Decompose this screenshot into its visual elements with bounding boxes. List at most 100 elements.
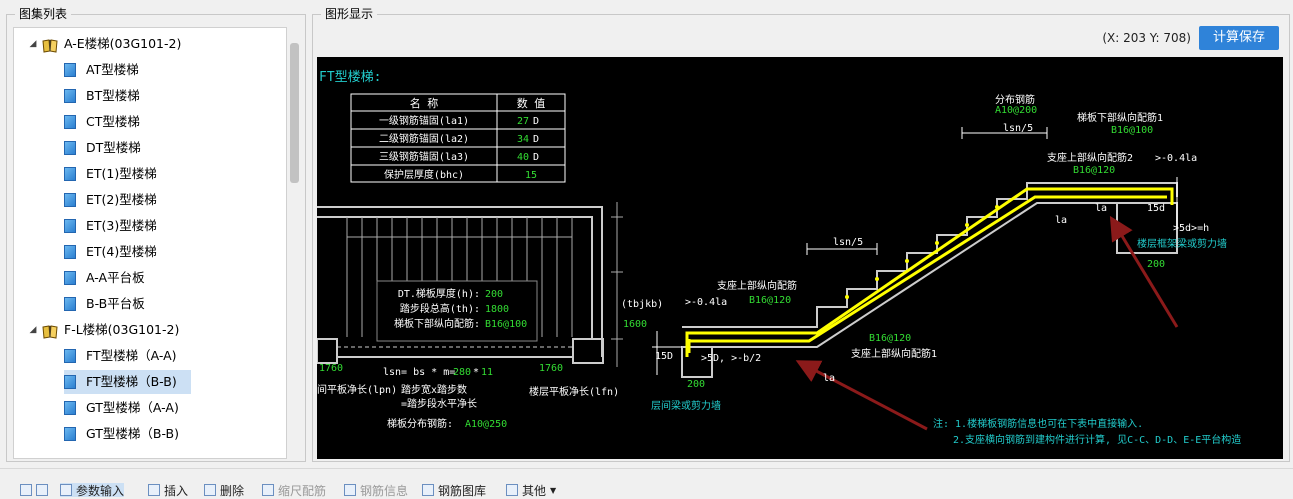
expand-toggle-icon[interactable]: ◢ (29, 39, 37, 49)
param-icon (60, 484, 72, 496)
table-row-name: 三级钢筋锚固(la3) (379, 150, 469, 163)
tree-item[interactable]: GT型楼梯（A-A) (64, 396, 179, 420)
dim-200-top: 200 (1147, 259, 1165, 270)
tool-delete-button[interactable]: 删除 (204, 483, 244, 498)
tree-item[interactable]: ET(4)型楼梯 (64, 240, 157, 264)
expand-toggle-icon[interactable]: ◢ (29, 325, 37, 335)
tree-item[interactable]: B-B平台板 (64, 292, 145, 316)
tree-item-label: DT型楼梯 (86, 140, 141, 155)
lower-bar-label: 梯板下部纵向配筋: (394, 317, 480, 330)
dist-top-label: 分布钢筋 (995, 93, 1035, 106)
lsn-star: * (473, 367, 479, 378)
sup-upper1-value: B16@120 (869, 333, 911, 344)
tree-item-label: ET(4)型楼梯 (86, 244, 157, 259)
document-icon (64, 89, 76, 103)
tree-item-label: ET(3)型楼梯 (86, 218, 157, 233)
cursor-coordinates: (X: 203 Y: 708) (1102, 31, 1191, 45)
book-icon (42, 323, 58, 339)
nav-first-icon[interactable] (20, 484, 32, 496)
document-icon (64, 63, 76, 77)
table-header-value: 数 值 (517, 97, 546, 110)
calc-save-button[interactable]: 计算保存 (1199, 26, 1279, 50)
document-icon (64, 141, 76, 155)
15D-label: 15D (655, 351, 673, 362)
tool-label: 其他 (522, 483, 547, 498)
sup-upper1-label: 支座上部纵向配筋1 (851, 347, 937, 360)
sup-upper2-label: 支座上部纵向配筋2 (1047, 151, 1133, 164)
tree-item[interactable]: A-A平台板 (64, 266, 145, 290)
rebar-info-icon (344, 484, 356, 496)
step-height-value: 1800 (485, 304, 509, 315)
book-icon (42, 37, 58, 53)
table-row-unit: D (533, 116, 539, 127)
table-row-name: 二级钢筋锚固(la2) (379, 132, 469, 145)
tree-item-label: GT型楼梯（A-A) (86, 400, 179, 415)
tool-rebar-lib-button[interactable]: 钢筋图库 (422, 483, 487, 498)
table-row-name: 一级钢筋锚固(la1) (379, 114, 469, 127)
tree-item[interactable]: CT型楼梯 (64, 110, 140, 134)
plan-view (317, 206, 604, 364)
tree-item-label: AT型楼梯 (86, 62, 139, 77)
tree-item[interactable]: GT型楼梯（B-B) (64, 422, 179, 446)
tree-item[interactable]: ET(2)型楼梯 (64, 188, 157, 212)
tbjkb-label: (tbjkb) (621, 299, 663, 310)
tree-group-node[interactable]: ◢ A-E楼梯(03G101-2) (28, 32, 181, 56)
tree-scrollbar[interactable] (287, 27, 301, 459)
dt-thickness-label: DT.梯板厚度(h): (398, 287, 480, 300)
tree-item[interactable]: AT型楼梯 (64, 58, 139, 82)
5d-h-label: >5d>=h (1173, 223, 1209, 234)
tool-rebar-info-button[interactable]: 钢筋信息 (344, 483, 408, 498)
tree-item-label: FT型楼梯（A-A) (86, 348, 177, 363)
delete-icon (204, 484, 216, 496)
tool-param-button[interactable]: 参数输入 (60, 483, 125, 498)
lower-bar1-label: 梯板下部纵向配筋1 (1077, 111, 1163, 124)
la-label-2: la (1095, 203, 1107, 214)
document-icon (64, 167, 76, 181)
sup-upper2-value: B16@120 (1073, 165, 1115, 176)
table-row-unit: D (533, 134, 539, 145)
la-label-3: la (823, 373, 835, 384)
plan-info-box (376, 280, 538, 342)
drawing-title: FT型楼梯: (319, 70, 381, 85)
tree-group-node[interactable]: ◢F-L楼梯(03G101-2) (28, 318, 179, 342)
tree-item-label: A-E楼梯(03G101-2) (64, 36, 182, 51)
tree-item-label: B-B平台板 (86, 296, 145, 311)
document-icon (64, 427, 76, 441)
tree-item[interactable]: ET(1)型楼梯 (64, 162, 157, 186)
sup-upper-label: 支座上部纵向配筋 (717, 279, 797, 292)
dim-1760-right: 1760 (539, 363, 563, 374)
sup-upper-value: B16@120 (749, 295, 791, 306)
tool-scale-button[interactable]: 缩尺配筋 (262, 483, 326, 498)
tree-item[interactable]: ET(3)型楼梯 (64, 214, 157, 238)
tool-other-button[interactable]: 其他 ▼ (506, 483, 556, 498)
ge-04la-top: >-0.4la (1155, 153, 1197, 164)
dim-1600: 1600 (623, 319, 647, 330)
tree-scrollbar-thumb[interactable] (290, 43, 299, 183)
rebar-table (350, 93, 566, 183)
tool-label: 钢筋图库 (438, 483, 487, 498)
tree-item-label: ET(1)型楼梯 (86, 166, 157, 181)
5D-b2-label: >5D, >-b/2 (701, 353, 761, 364)
beam-top-label: 楼层框架梁或剪力墙 (1137, 237, 1227, 250)
toolbar-left-icons[interactable] (20, 483, 52, 497)
table-row-value: 40 (517, 152, 529, 163)
note-line-2: 2.支座横向钢筋到建构件进行计算, 见C-C、D-D、E-E平台构造 (953, 433, 1241, 446)
tree-item[interactable]: DT型楼梯 (64, 136, 141, 160)
tool-insert-button[interactable]: 插入 (148, 483, 188, 498)
tree-item[interactable]: FT型楼梯（B-B) (64, 370, 191, 394)
scale-icon (262, 484, 274, 496)
tree-item-label: FT型楼梯（B-B) (86, 374, 177, 389)
tree-item[interactable]: FT型楼梯（A-A) (64, 344, 177, 368)
tree-item[interactable]: BT型楼梯 (64, 84, 140, 108)
nav-prev-icon[interactable] (36, 484, 48, 496)
rebar-lib-icon (422, 484, 434, 496)
document-icon (64, 271, 76, 285)
stair-drawing: FT型楼梯: 名 称 数 值 一级钢筋锚固(la1) 27 D 二级钢筋锚固(l… (317, 70, 1241, 446)
table-row-value: 15 (525, 170, 537, 181)
dim-1760-left: 1760 (319, 363, 343, 374)
lsn5-top: lsn/5 (1003, 123, 1033, 134)
ge-04la-left: >-0.4la (685, 297, 727, 308)
rebar-lines (685, 187, 1174, 357)
drawing-canvas[interactable]: FT型楼梯: 名 称 数 值 一级钢筋锚固(la1) 27 D 二级钢筋锚固(l… (317, 57, 1283, 459)
